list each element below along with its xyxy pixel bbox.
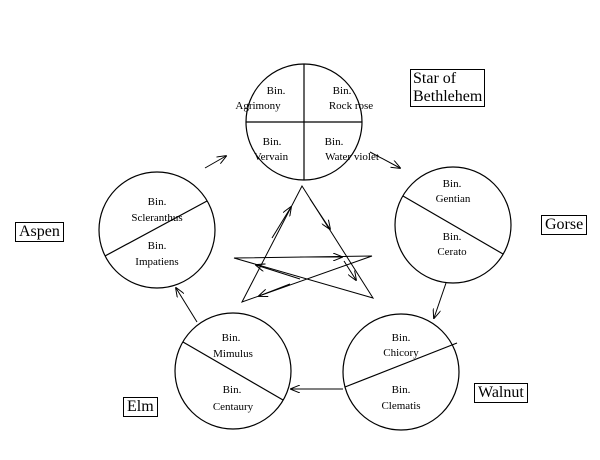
circle-top: Bin. Agrimony Bin. Rock rose Bin. Vervai… bbox=[235, 63, 379, 181]
star-of-bethlehem-line1: Star of bbox=[413, 70, 457, 87]
top-q4-line2: Water violet bbox=[325, 151, 379, 163]
bottom-left-upper-line2: Mimulus bbox=[213, 348, 253, 360]
circle-bottom-right: Bin. Chicory Bin. Clematis bbox=[342, 313, 460, 431]
top-q3-line1: Bin. bbox=[263, 136, 282, 148]
pentagram-arrow-2 bbox=[309, 198, 330, 229]
bottom-right-upper-line2: Chicory bbox=[383, 347, 419, 359]
left-upper-line1: Bin. bbox=[148, 196, 167, 208]
bottom-right-lower-line2: Clematis bbox=[381, 400, 420, 412]
walnut-box: Walnut bbox=[474, 383, 528, 403]
pentagram-arrow-1 bbox=[271, 207, 291, 239]
pentagram-arrow-4 bbox=[256, 265, 301, 280]
circle-right: Bin. Gentian Bin. Cerato bbox=[394, 166, 512, 284]
top-q2-line2: Rock rose bbox=[329, 100, 373, 112]
bottom-left-upper-line1: Bin. bbox=[222, 332, 241, 344]
central-pentagram bbox=[233, 184, 375, 303]
left-upper-line2: Scleranthus bbox=[131, 212, 182, 224]
bottom-left-lower-line1: Bin. bbox=[223, 384, 242, 396]
pentagram-arrow-6 bbox=[343, 260, 356, 280]
star-of-bethlehem-line2: Bethlehem bbox=[413, 88, 483, 105]
top-q2-line1: Bin. bbox=[333, 85, 352, 97]
arrow-top-to-right bbox=[369, 151, 400, 168]
star-of-bethlehem-box: Star of Bethlehem bbox=[410, 69, 486, 107]
gorse-box: Gorse bbox=[541, 215, 588, 235]
arrow-left-to-top bbox=[204, 156, 226, 169]
right-upper-line2: Gentian bbox=[436, 193, 471, 205]
left-lower-line2: Impatiens bbox=[135, 256, 178, 268]
bottom-right-lower-line1: Bin. bbox=[392, 384, 411, 396]
top-q3-line2: Vervain bbox=[254, 151, 289, 163]
left-lower-line1: Bin. bbox=[148, 240, 167, 252]
arrow-bottom-left-to-left bbox=[176, 288, 198, 323]
bottom-right-upper-line1: Bin. bbox=[392, 332, 411, 344]
top-q1-line1: Bin. bbox=[267, 85, 286, 97]
aspen-box: Aspen bbox=[15, 222, 64, 242]
circle-left: Bin. Scleranthus Bin. Impatiens bbox=[98, 171, 216, 289]
right-upper-line1: Bin. bbox=[443, 178, 462, 190]
right-lower-line1: Bin. bbox=[443, 231, 462, 243]
elm-box: Elm bbox=[123, 397, 158, 417]
arrow-right-to-bottom-right bbox=[434, 282, 447, 318]
circle-bottom-left: Bin. Mimulus Bin. Centaury bbox=[174, 312, 292, 430]
top-q4-line1: Bin. bbox=[325, 136, 344, 148]
right-lower-line2: Cerato bbox=[437, 246, 467, 258]
bottom-left-lower-line2: Centaury bbox=[213, 401, 254, 413]
top-q1-line2: Agrimony bbox=[235, 100, 281, 112]
pentagram-arrow-5 bbox=[259, 283, 291, 296]
